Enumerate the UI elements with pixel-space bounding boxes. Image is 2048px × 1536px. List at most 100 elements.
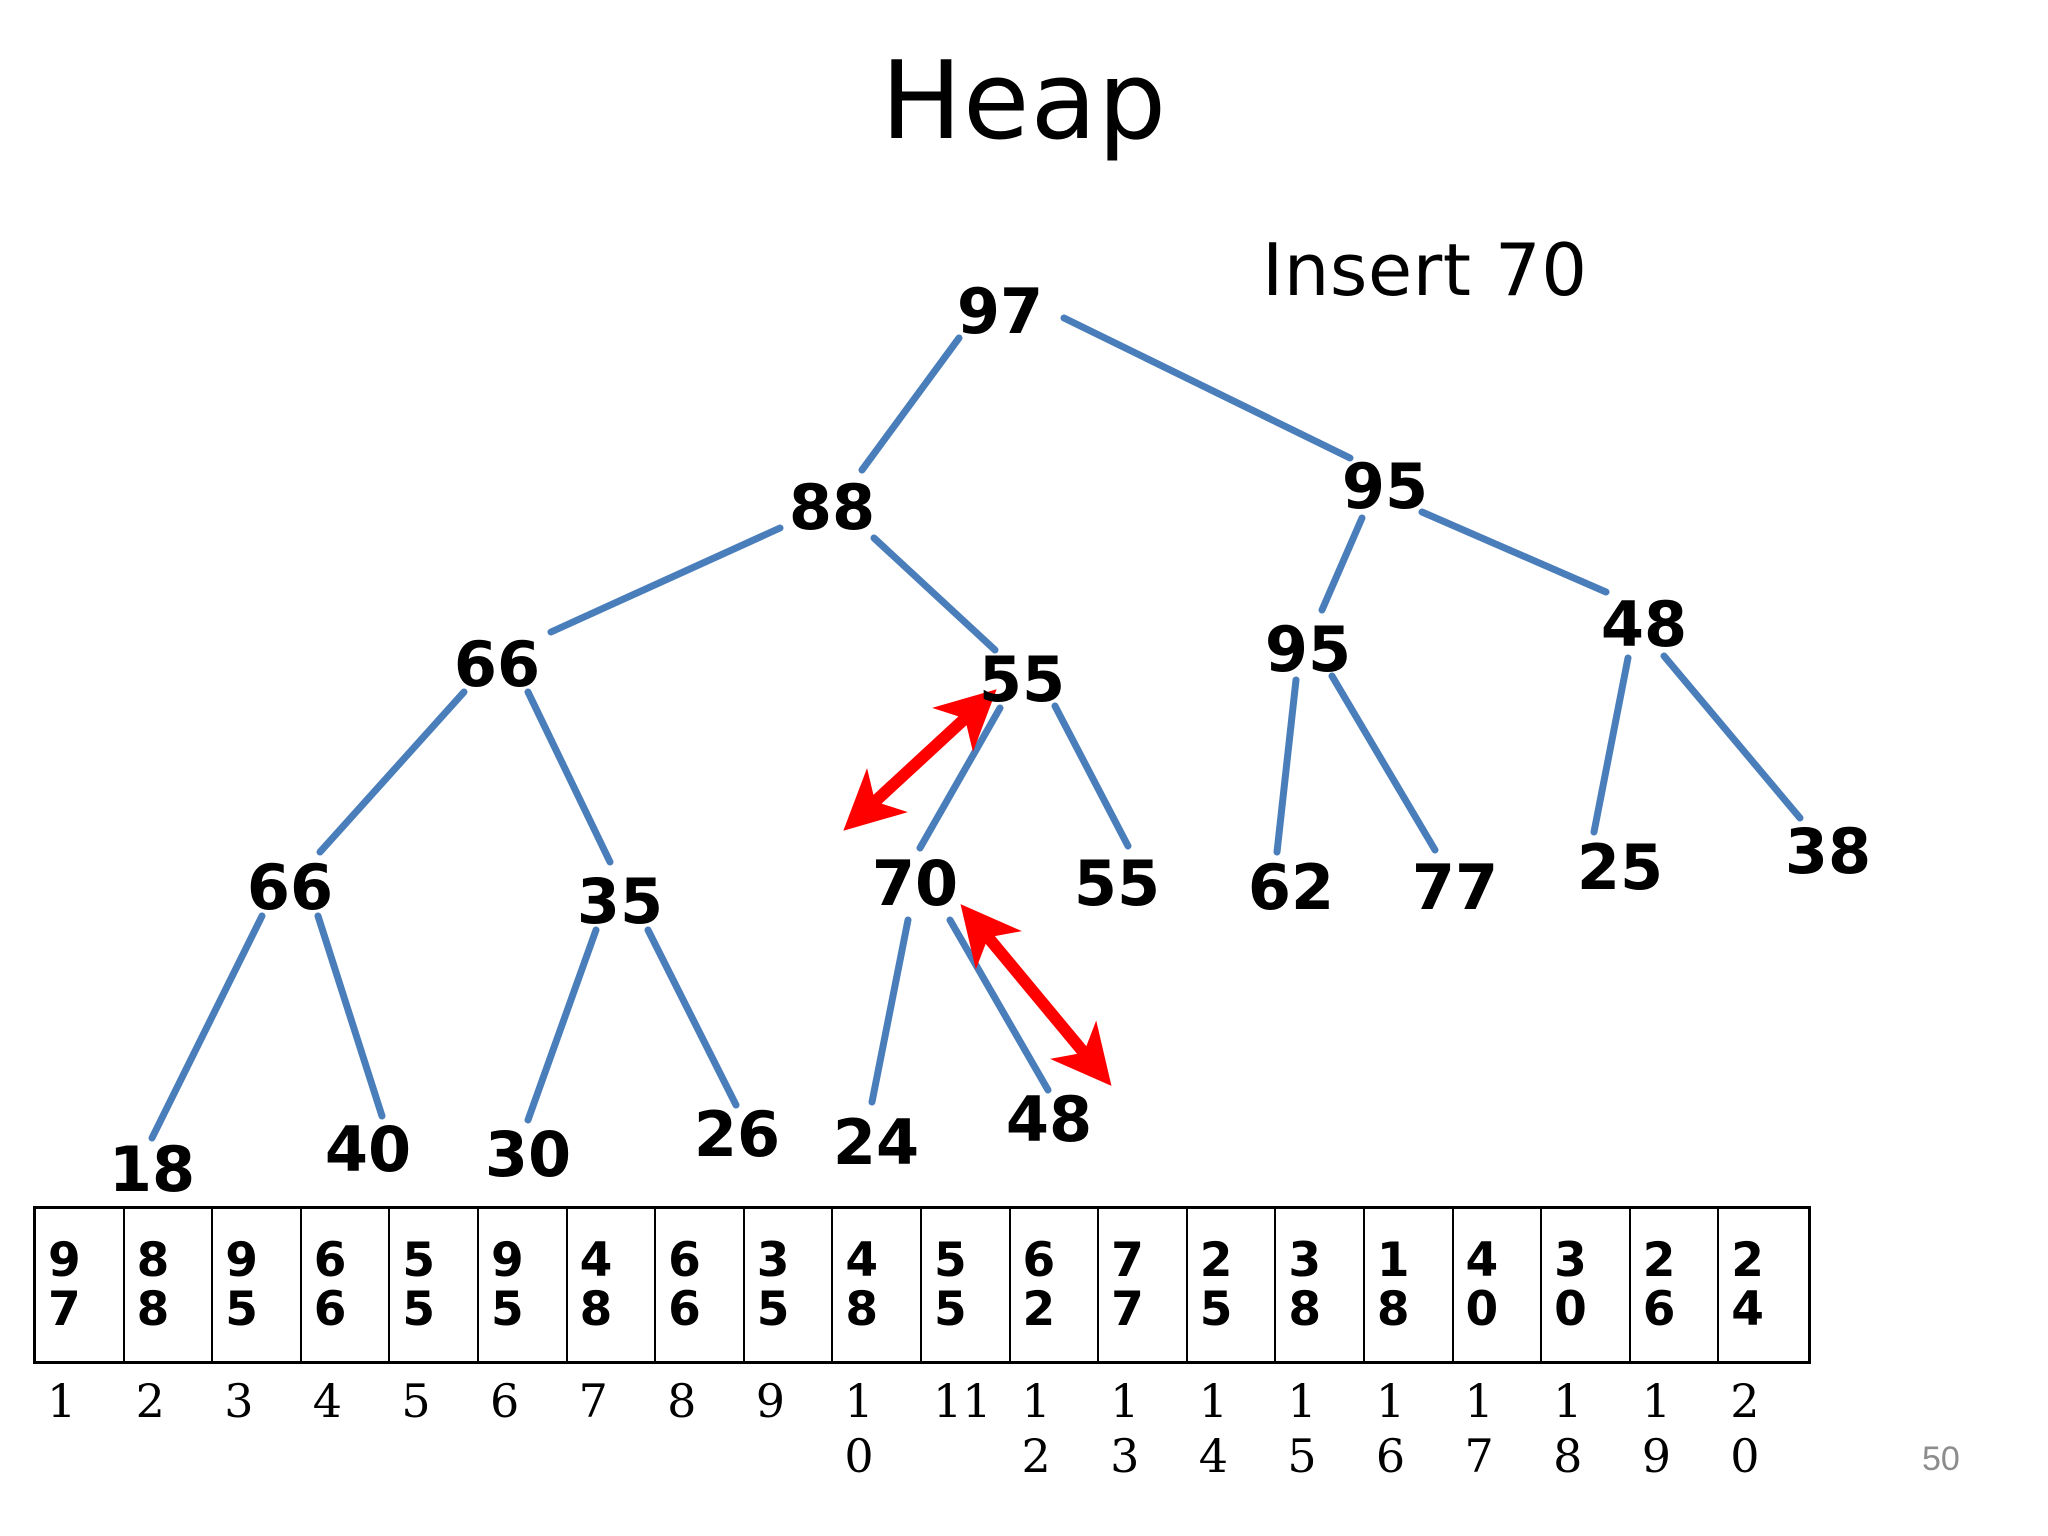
- tree-edge: [1318, 514, 1366, 614]
- array-cell-digit: 7: [1111, 1282, 1144, 1337]
- tree-edge: [314, 912, 386, 1120]
- tree-edge: [524, 926, 600, 1124]
- array-cell-digit: 2: [1642, 1232, 1676, 1288]
- tree-edge: [1590, 654, 1632, 836]
- array-index-digit: 1: [1553, 1374, 1583, 1428]
- array-index-digit: 9: [1641, 1429, 1671, 1484]
- array-index-digit: 7: [1464, 1429, 1494, 1484]
- array-cell-digit: 5: [402, 1282, 436, 1337]
- array-cell-digit: 5: [933, 1232, 967, 1288]
- array-cell-digit: 5: [490, 1282, 524, 1337]
- array-cell-digit: 6: [313, 1232, 347, 1288]
- array-cell-digit: 4: [845, 1232, 879, 1288]
- swap-arrow: [960, 904, 1112, 1086]
- tree-edge: [524, 688, 614, 866]
- tree-node: 66: [453, 628, 541, 701]
- array-cell-digit: 2: [1022, 1282, 1056, 1337]
- array-index-digit: 3: [1110, 1429, 1140, 1484]
- tree-node: 24: [832, 1106, 920, 1179]
- array-cell-digit: 3: [1288, 1232, 1322, 1288]
- tree-node: 62: [1247, 851, 1335, 924]
- array-index-digit: 9: [755, 1374, 786, 1428]
- array-cell-digit: 9: [490, 1232, 524, 1288]
- array-cell-digit: 6: [668, 1232, 701, 1288]
- array-index-digit: 0: [844, 1429, 874, 1484]
- tree-edge: [868, 916, 912, 1106]
- tree-node: 40: [324, 1113, 412, 1186]
- array-index-digit: 11: [932, 1374, 992, 1428]
- operation-caption: Insert 70: [1262, 228, 1588, 312]
- tree-edge: [1060, 314, 1354, 462]
- tree-edge: [858, 334, 963, 474]
- array-index-label: 5: [387, 1374, 476, 1484]
- array-cell-digit: 6: [668, 1282, 701, 1337]
- array-index-digit: 5: [1287, 1429, 1317, 1484]
- tree-edge: [1051, 702, 1132, 850]
- page-title: Heap: [880, 39, 1168, 164]
- array-index-digit: 5: [401, 1374, 431, 1428]
- array-index-label: 2: [122, 1374, 211, 1484]
- array-cell-digit: 5: [225, 1282, 258, 1337]
- array-index-digit: 1: [1641, 1374, 1671, 1428]
- swap-arrow: [843, 689, 997, 831]
- array-index-digit: 1: [1287, 1374, 1317, 1428]
- tree-edge: [644, 926, 740, 1109]
- array-index-digit: 0: [1730, 1429, 1760, 1484]
- array-index-label: 3: [210, 1374, 299, 1484]
- tree-node: 38: [1784, 815, 1872, 888]
- tree-node: 88: [788, 471, 876, 544]
- array-index-digit: 2: [135, 1374, 165, 1428]
- array-cell-digit: 8: [845, 1282, 879, 1337]
- array-cell-digit: 6: [1642, 1282, 1676, 1337]
- array-index-digit: 4: [1198, 1429, 1228, 1484]
- array-cell-digit: 9: [48, 1232, 81, 1288]
- tree-node: 97: [956, 275, 1044, 348]
- tree-edge-layer: [148, 314, 1804, 1142]
- array-cell-digit: 3: [1554, 1232, 1587, 1288]
- array-index-digit: 6: [489, 1374, 520, 1428]
- array-index-label: 11: [919, 1374, 1008, 1484]
- array-cell-digit: 5: [756, 1282, 790, 1337]
- array-cell-digit: 6: [1022, 1232, 1056, 1288]
- tree-edge: [547, 524, 784, 636]
- array-index-digit: 2: [1021, 1429, 1051, 1484]
- tree-edge: [916, 704, 1004, 852]
- array-index-digit: 1: [1110, 1374, 1140, 1428]
- array-cell-digit: 9: [225, 1232, 258, 1288]
- tree-node: 66: [246, 851, 334, 924]
- array-index-digit: 7: [578, 1374, 608, 1428]
- array-cell-digit: 0: [1554, 1282, 1587, 1337]
- tree-node: 55: [978, 643, 1066, 716]
- array-cell-digit: 8: [1376, 1282, 1410, 1337]
- tree-edge: [1418, 508, 1610, 596]
- array-cell-digit: 0: [1465, 1282, 1499, 1337]
- tree-node: 30: [484, 1118, 572, 1191]
- tree-node: 35: [576, 865, 664, 938]
- array-cell-digit: 2: [1199, 1232, 1233, 1288]
- tree-node: 48: [1600, 588, 1688, 661]
- array-cell-digit: 2: [1731, 1232, 1764, 1288]
- array-cell-digit: 1: [1376, 1232, 1410, 1288]
- array-cell-digit: 4: [579, 1232, 613, 1288]
- tree-edge: [316, 688, 468, 856]
- array-cell-digit: 8: [136, 1282, 170, 1337]
- page-number: 50: [1922, 1440, 1960, 1478]
- array-index-digit: 1: [844, 1374, 874, 1428]
